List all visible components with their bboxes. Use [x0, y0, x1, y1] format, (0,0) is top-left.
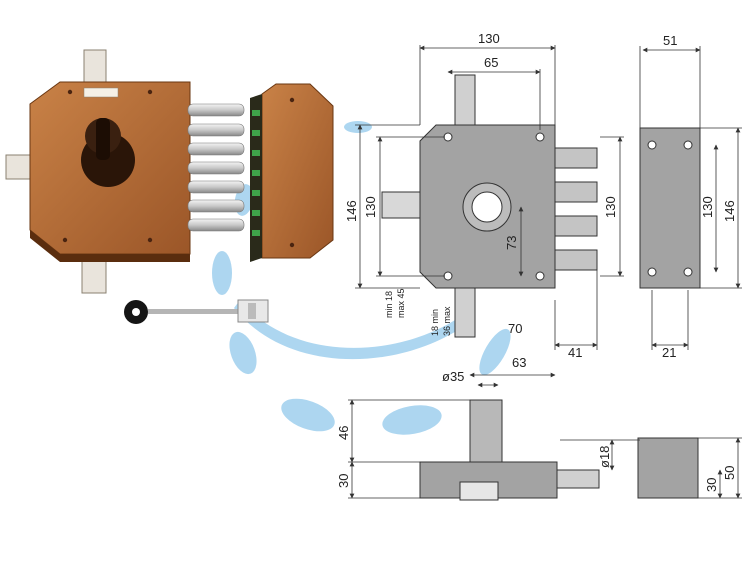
dim-height-holes: 130 [363, 196, 378, 218]
dim-side-depth-2: 70 [508, 321, 522, 336]
note-18-min: 18 min [430, 309, 440, 336]
dim-width-holes: 65 [484, 55, 498, 70]
dim-width-total: 130 [478, 31, 500, 46]
dimension-labels: 130 65 51 146 130 130 130 146 73 41 21 ø… [336, 31, 737, 492]
dim-side-depth-1: 63 [512, 355, 526, 370]
dim-bottom-height-1: 46 [336, 426, 351, 440]
key-photo [124, 299, 269, 324]
front-view-dimension-lines [355, 45, 742, 388]
dim-keeper-height-holes: 130 [700, 196, 715, 218]
dim-keeper-width: 21 [662, 345, 676, 360]
dim-height-right: 130 [603, 196, 618, 218]
keeper-photo [250, 83, 334, 262]
side-view-drawing [419, 399, 699, 501]
note-max-45: max 45 [396, 288, 406, 318]
dim-backset: 73 [504, 236, 519, 250]
lock-photo [5, 49, 245, 294]
dim-throw-length: 41 [568, 345, 582, 360]
lock-photo-bolts [187, 103, 245, 232]
front-view-drawing [381, 74, 701, 338]
dim-keeper-height-total: 146 [722, 200, 737, 222]
note-36-max: 36 max [442, 306, 452, 336]
dim-keeper-bottom-1: 30 [704, 478, 719, 492]
dim-depth: 51 [663, 33, 677, 48]
dim-height-total: 146 [344, 200, 359, 222]
side-view-dimension-lines [348, 399, 742, 499]
note-min-18: min 18 [384, 291, 394, 318]
dim-bottom-height-2: 30 [336, 474, 351, 488]
dim-bolt-diameter: ø18 [597, 446, 612, 468]
dim-cylinder-diameter: ø35 [442, 369, 464, 384]
lock-photo-screws [62, 89, 153, 243]
dim-keeper-bottom-2: 50 [722, 466, 737, 480]
